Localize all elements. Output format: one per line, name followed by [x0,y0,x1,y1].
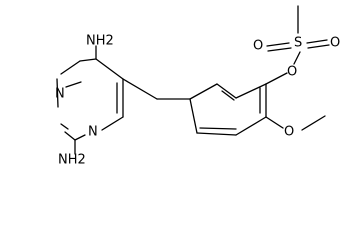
amine-bottom-label: NH2 [58,153,86,168]
bond [306,39,328,44]
bond [301,115,326,131]
bond [267,47,292,52]
bond [60,123,69,130]
bond [307,44,330,49]
bond [101,116,124,131]
sulfur-atom-label: S [294,36,302,51]
bond [216,83,237,99]
bond [265,72,288,85]
bond [122,78,158,100]
ester-oxygen-label: O [287,65,297,80]
bond [74,134,86,141]
bond [196,132,237,136]
bond [95,58,124,80]
bond [56,78,59,108]
chemical-structure-diagram: NH2 NH2 N N O S O O O [55,5,340,168]
bond [221,90,235,101]
amine-top-label: NH2 [86,34,114,49]
sulfonyl-oxygen-right-label: O [330,36,340,51]
methoxy-oxygen-label: O [284,125,294,140]
bond [265,116,284,129]
bond [199,127,237,130]
bonds [56,5,330,155]
bond [293,51,301,65]
ring-nitrogen-lower-label: N [88,125,98,140]
bond [235,116,267,136]
bond [64,131,76,141]
atom-labels: NH2 NH2 N N O S O O O [55,34,340,168]
ring-nitrogen-upper-label: N [55,87,65,102]
sulfonyl-oxygen-left-label: O [253,39,263,54]
bond [189,98,198,134]
bond [79,58,97,62]
bond [60,60,81,75]
bond [189,83,218,100]
bond [235,83,267,99]
bond [65,81,82,88]
bond [266,42,290,47]
